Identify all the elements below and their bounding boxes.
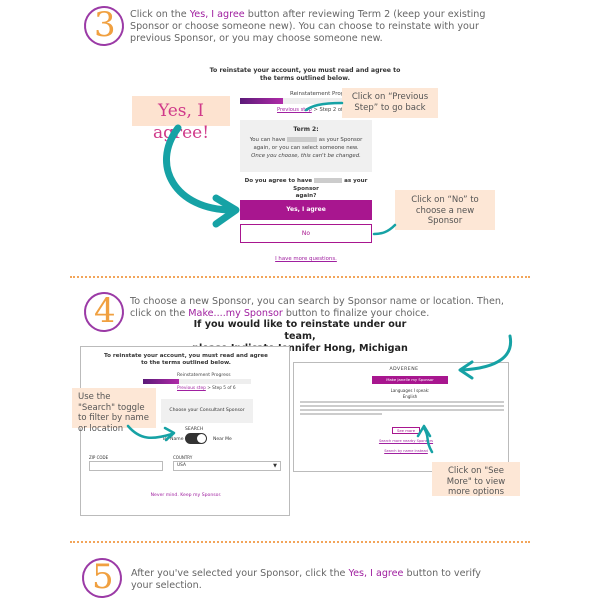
step-5-text-a: After you've selected your Sponsor, clic…: [131, 568, 349, 579]
step-3-screen-heading: To reinstate your account, you must read…: [209, 67, 401, 82]
previous-step-link[interactable]: Previous step: [277, 107, 312, 113]
languages-value: English: [402, 394, 418, 399]
country-label: COUNTRY: [173, 455, 193, 460]
left-step-indicator: > Step 5 of 6: [205, 386, 236, 391]
term-line-1b: as your Sponsor: [318, 137, 363, 143]
team-note: If you would like to reinstate under our…: [180, 319, 420, 355]
step-3-instructions: Click on the Yes, I agree button after r…: [130, 9, 500, 45]
progress-label: Reinstatement Progress: [290, 91, 356, 97]
step-4-number: 4: [94, 291, 116, 331]
search-name-link[interactable]: Search by name instead: [384, 449, 428, 453]
search-toggle[interactable]: [185, 433, 207, 444]
left-progress-fill: [143, 379, 179, 384]
divider-2: [70, 541, 530, 543]
nearby-link[interactable]: Search more nearby Sponsors: [378, 439, 434, 443]
sponsor-result-screen: ADVERENE Make Janelle my Sponsor Languag…: [293, 362, 509, 472]
choose-sponsor-label: Choose your Consultant Sponsor: [169, 408, 245, 413]
search-toggle-knob: [197, 434, 206, 443]
bio-line: [300, 409, 504, 411]
step-3-number: 3: [94, 5, 116, 45]
callout-search: Use the "Search" toggle to filter by nam…: [72, 388, 156, 434]
arrow-to-toggle-head: [163, 426, 176, 442]
yes-callout: Yes, I agree!: [132, 96, 230, 143]
arrow-to-make-sponsor-head: [458, 360, 474, 380]
term-line-3: Once you choose, this can't be changed.: [251, 153, 361, 159]
agree-question: Do you agree to have as your Sponsor aga…: [238, 178, 374, 201]
see-more-button[interactable]: See more: [392, 427, 420, 434]
search-label: SEARCH: [185, 427, 204, 432]
step-4-text-a: To choose a new Sponsor, you can search …: [130, 296, 504, 319]
more-questions-link[interactable]: I have more questions.: [275, 256, 337, 262]
term-line-1: You can have as your Sponsor: [240, 137, 372, 143]
no-button[interactable]: No: [240, 224, 372, 243]
left-progress-bar: [143, 379, 251, 384]
left-previous-row: Previous step > Step 5 of 6: [177, 386, 236, 391]
step-4-highlight: Make....my Sponsor: [188, 308, 283, 319]
progress-fill: [240, 98, 283, 104]
country-value: USA: [177, 463, 186, 468]
callout-no: Click on “No” to choose a new Sponsor: [395, 190, 495, 230]
near-me-label: Near Me: [213, 437, 232, 442]
step-5-text-b: button to verify your selection.: [131, 568, 481, 591]
term-title: Term 2:: [293, 126, 319, 133]
step-3-text-b: button after reviewing Term 2 (keep your…: [130, 9, 486, 44]
by-name-label: By Name: [163, 437, 184, 442]
bio-line: [300, 405, 504, 407]
languages-label: Languages I speak:: [390, 388, 430, 393]
zip-input[interactable]: [89, 461, 163, 471]
previous-step-row: Previous step > Step 2 of 6: [277, 107, 348, 113]
step-3-highlight: Yes, I agree: [189, 9, 245, 20]
yes-agree-button[interactable]: Yes, I agree: [240, 200, 372, 220]
progress-bar: [240, 98, 370, 104]
team-note-line-2: please Indicate Jennifer Hong, Michigan: [192, 343, 408, 354]
arrow-to-previous: [304, 101, 344, 112]
step-4-text-b: button to finalize your choice.: [282, 308, 430, 319]
step-indicator: > Step 2 of 6: [311, 107, 348, 113]
question-c: again?: [295, 193, 317, 199]
arrow-to-toggle: [126, 424, 174, 440]
question-a: Do you agree to have: [244, 178, 313, 184]
step-5-number: 5: [92, 557, 114, 597]
big-arrow-head: [212, 194, 240, 228]
redacted-name-2: [314, 178, 343, 183]
redacted-name: [287, 137, 318, 142]
step-5-instructions: After you've selected your Sponsor, clic…: [131, 568, 491, 592]
search-screen: To reinstate your account, you must read…: [80, 346, 290, 516]
step-4-instructions: To choose a new Sponsor, you can search …: [130, 296, 515, 320]
country-select[interactable]: USA ▼: [173, 461, 281, 471]
arrow-to-see-more-head: [416, 424, 432, 438]
step-3-text-a: Click on the: [130, 9, 190, 20]
step-5-highlight: Yes, I agree: [348, 568, 404, 579]
chevron-down-icon: ▼: [273, 463, 277, 469]
term-line-1a: You can have: [249, 137, 286, 143]
make-sponsor-button[interactable]: Make Janelle my Sponsor: [372, 376, 448, 384]
arrow-to-no: [372, 223, 397, 236]
sponsor-name-label: ADVERENE: [389, 367, 419, 372]
bio-line: [300, 401, 504, 403]
arrow-to-make-sponsor: [460, 334, 513, 372]
callout-previous-step: Click on “Previous Step” to go back: [342, 88, 438, 118]
bio-line: [300, 413, 382, 415]
sponsor-bio: [300, 401, 504, 415]
zip-label: ZIP CODE: [89, 455, 109, 460]
callout-see-more: Click on "See More" to view more options: [432, 462, 520, 497]
term-box: [240, 120, 372, 172]
search-screen-heading: To reinstate your account, you must read…: [104, 353, 268, 366]
big-arrow-to-yes: [163, 124, 236, 214]
question-b: as your Sponsor: [293, 178, 368, 192]
divider-1: [70, 276, 530, 278]
choose-sponsor-box: [161, 399, 253, 423]
left-progress-label: Reinstatement Progress: [177, 373, 231, 378]
left-previous-link[interactable]: Previous step: [177, 386, 206, 391]
term-line-2: again, or you can select someone new.: [253, 145, 359, 151]
never-mind-link[interactable]: Never mind. Keep my Sponsor.: [150, 493, 222, 498]
team-note-line-1: If you would like to reinstate under our…: [193, 319, 407, 342]
